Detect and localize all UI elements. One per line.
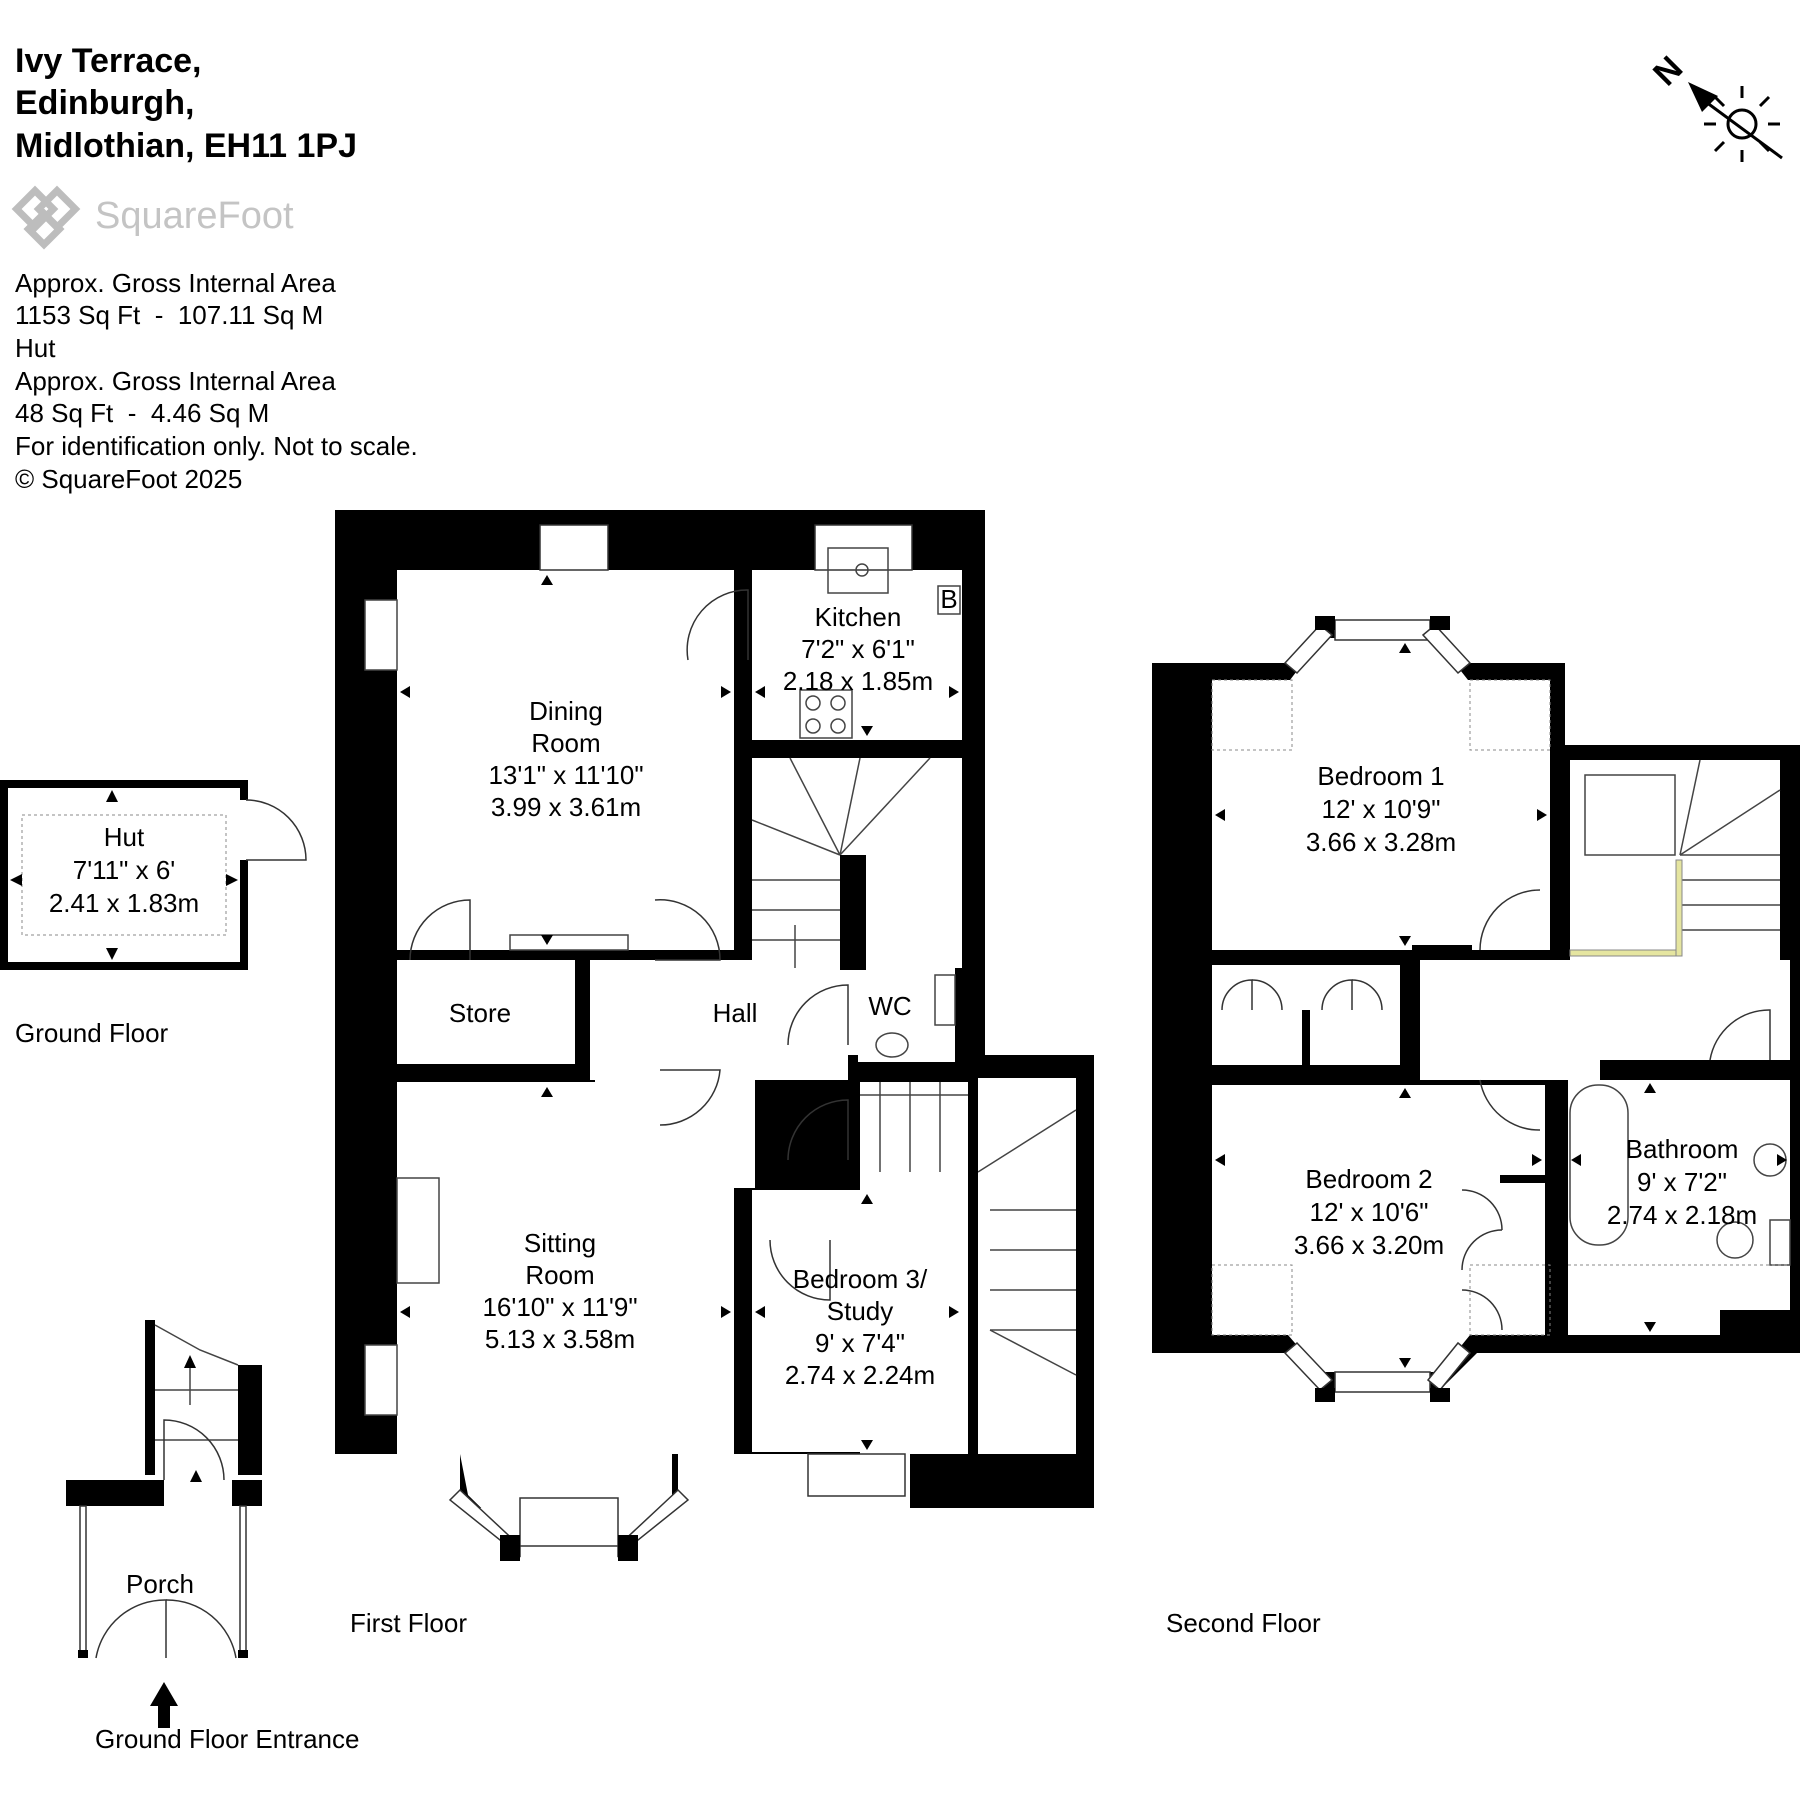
bathroom-imperial: 9' x 7'2" (1637, 1167, 1727, 1197)
dining-name-2: Room (531, 728, 600, 758)
copyright: © SquareFoot 2025 (15, 464, 242, 494)
disclaimer: For identification only. Not to scale. (15, 431, 418, 461)
hut-imperial: 7'11" x 6' (73, 855, 176, 885)
porch-name: Porch (126, 1569, 194, 1599)
address-line-1: Ivy Terrace, (15, 42, 202, 80)
hut-metric: 2.41 x 1.83m (49, 888, 199, 918)
north-arrow-icon (1688, 82, 1718, 112)
sitting-name-1: Sitting (524, 1228, 596, 1258)
second-floor-plan: Bedroom 1 12' x 10'9" 3.66 x 3.28m Bedro… (1152, 616, 1800, 1402)
kitchen-metric: 2.18 x 1.85m (783, 666, 933, 696)
logo-text: SquareFoot (95, 195, 294, 237)
bedroom2-imperial: 12' x 10'6" (1310, 1197, 1429, 1227)
ground-entrance-label: Ground Floor Entrance (95, 1724, 359, 1754)
store-name: Store (449, 998, 511, 1028)
first-floor-label: First Floor (350, 1608, 467, 1638)
compass: N (1646, 49, 1783, 162)
sitting-name-2: Room (525, 1260, 594, 1290)
area-label: Approx. Gross Internal Area (15, 268, 336, 298)
wc-name: WC (868, 991, 911, 1021)
bathroom-name: Bathroom (1626, 1134, 1739, 1164)
bedroom1-imperial: 12' x 10'9" (1322, 794, 1441, 824)
hall-name: Hall (713, 998, 758, 1028)
dining-metric: 3.99 x 3.61m (491, 792, 641, 822)
second-floor-label: Second Floor (1166, 1608, 1321, 1638)
bedroom3-metric: 2.74 x 2.24m (785, 1360, 935, 1390)
bedroom3-imperial: 9' x 7'4" (815, 1328, 905, 1358)
hut-label: Hut (15, 333, 56, 363)
bedroom1-name: Bedroom 1 (1317, 761, 1444, 791)
kitchen-name: Kitchen (815, 602, 902, 632)
dining-imperial: 13'1" x 11'10" (488, 760, 643, 790)
kitchen-imperial: 7'2" x 6'1" (801, 634, 915, 664)
ground-floor-label: Ground Floor (15, 1018, 169, 1048)
sitting-metric: 5.13 x 3.58m (485, 1324, 635, 1354)
hut-area-value: 48 Sq Ft - 4.46 Sq M (15, 398, 269, 428)
bedroom3-name-1: Bedroom 3/ (793, 1264, 928, 1294)
logo-icon (11, 185, 81, 250)
hut-plan: Hut 7'11" x 6' 2.41 x 1.83m (0, 780, 307, 970)
address-line-3: Midlothian, EH11 1PJ (15, 127, 357, 165)
bathroom-metric: 2.74 x 2.18m (1607, 1200, 1757, 1230)
hut-name: Hut (104, 822, 145, 852)
north-label: N (1646, 49, 1690, 93)
entrance-arrow-icon (150, 1682, 178, 1706)
hut-area-label: Approx. Gross Internal Area (15, 366, 336, 396)
sun-icon (1704, 86, 1780, 162)
area-value: 1153 Sq Ft - 107.11 Sq M (15, 300, 323, 330)
sitting-imperial: 16'10" x 11'9" (482, 1292, 637, 1322)
porch-plan: Porch (66, 1320, 262, 1728)
bedroom2-metric: 3.66 x 3.20m (1294, 1230, 1444, 1260)
bedroom3-name-2: Study (827, 1296, 894, 1326)
bedroom2-name: Bedroom 2 (1305, 1164, 1432, 1194)
dining-name-1: Dining (529, 696, 603, 726)
first-floor-plan: B (335, 510, 1094, 1561)
address-line-2: Edinburgh, (15, 84, 194, 122)
bedroom1-metric: 3.66 x 3.28m (1306, 827, 1456, 857)
squarefoot-logo: SquareFoot (11, 185, 294, 250)
boiler-label: B (940, 584, 957, 614)
